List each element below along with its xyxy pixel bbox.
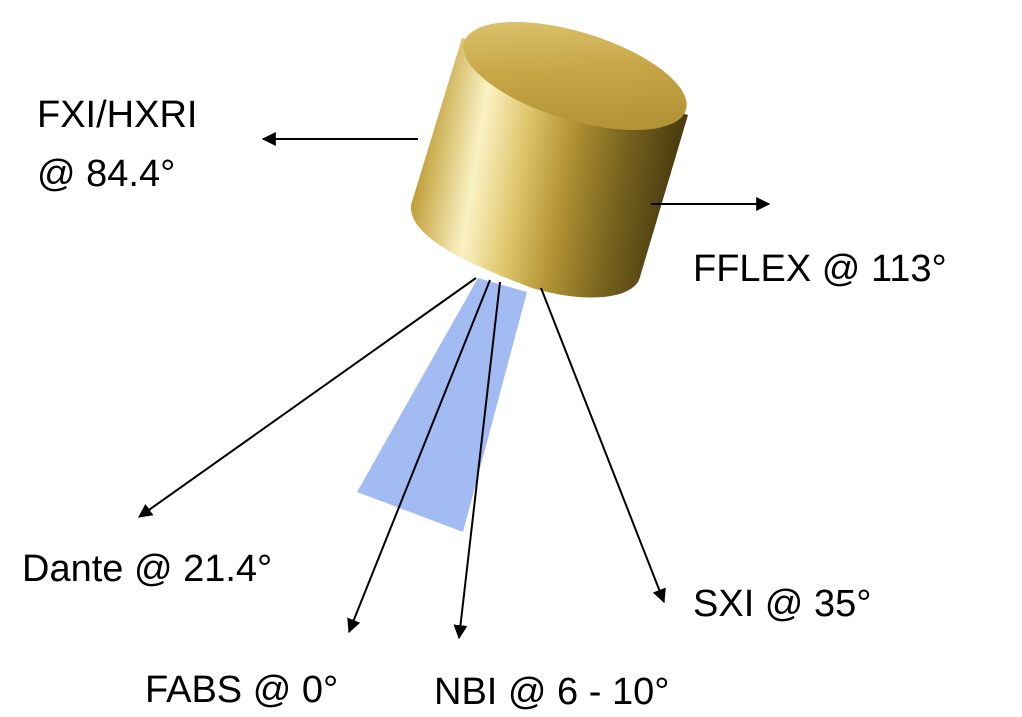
- label-fxi-line1: FXI/HXRI: [37, 94, 197, 136]
- arrow-dante: [138, 277, 477, 518]
- label-fabs: FABS @ 0°: [145, 669, 338, 711]
- arrow-sxi: [540, 287, 666, 604]
- label-fxi-line2: @ 84.4°: [37, 153, 175, 195]
- arrow-nbi: [453, 281, 501, 640]
- target-chamber-top: [463, 21, 687, 131]
- label-nbi: NBI @ 6 - 10°: [434, 671, 669, 713]
- label-dante: Dante @ 21.4°: [22, 548, 272, 590]
- label-fflex: FFLEX @ 113°: [693, 248, 947, 290]
- beam-cone: [357, 278, 527, 532]
- label-sxi: SXI @ 35°: [693, 583, 871, 625]
- arrow-fabs: [347, 279, 491, 634]
